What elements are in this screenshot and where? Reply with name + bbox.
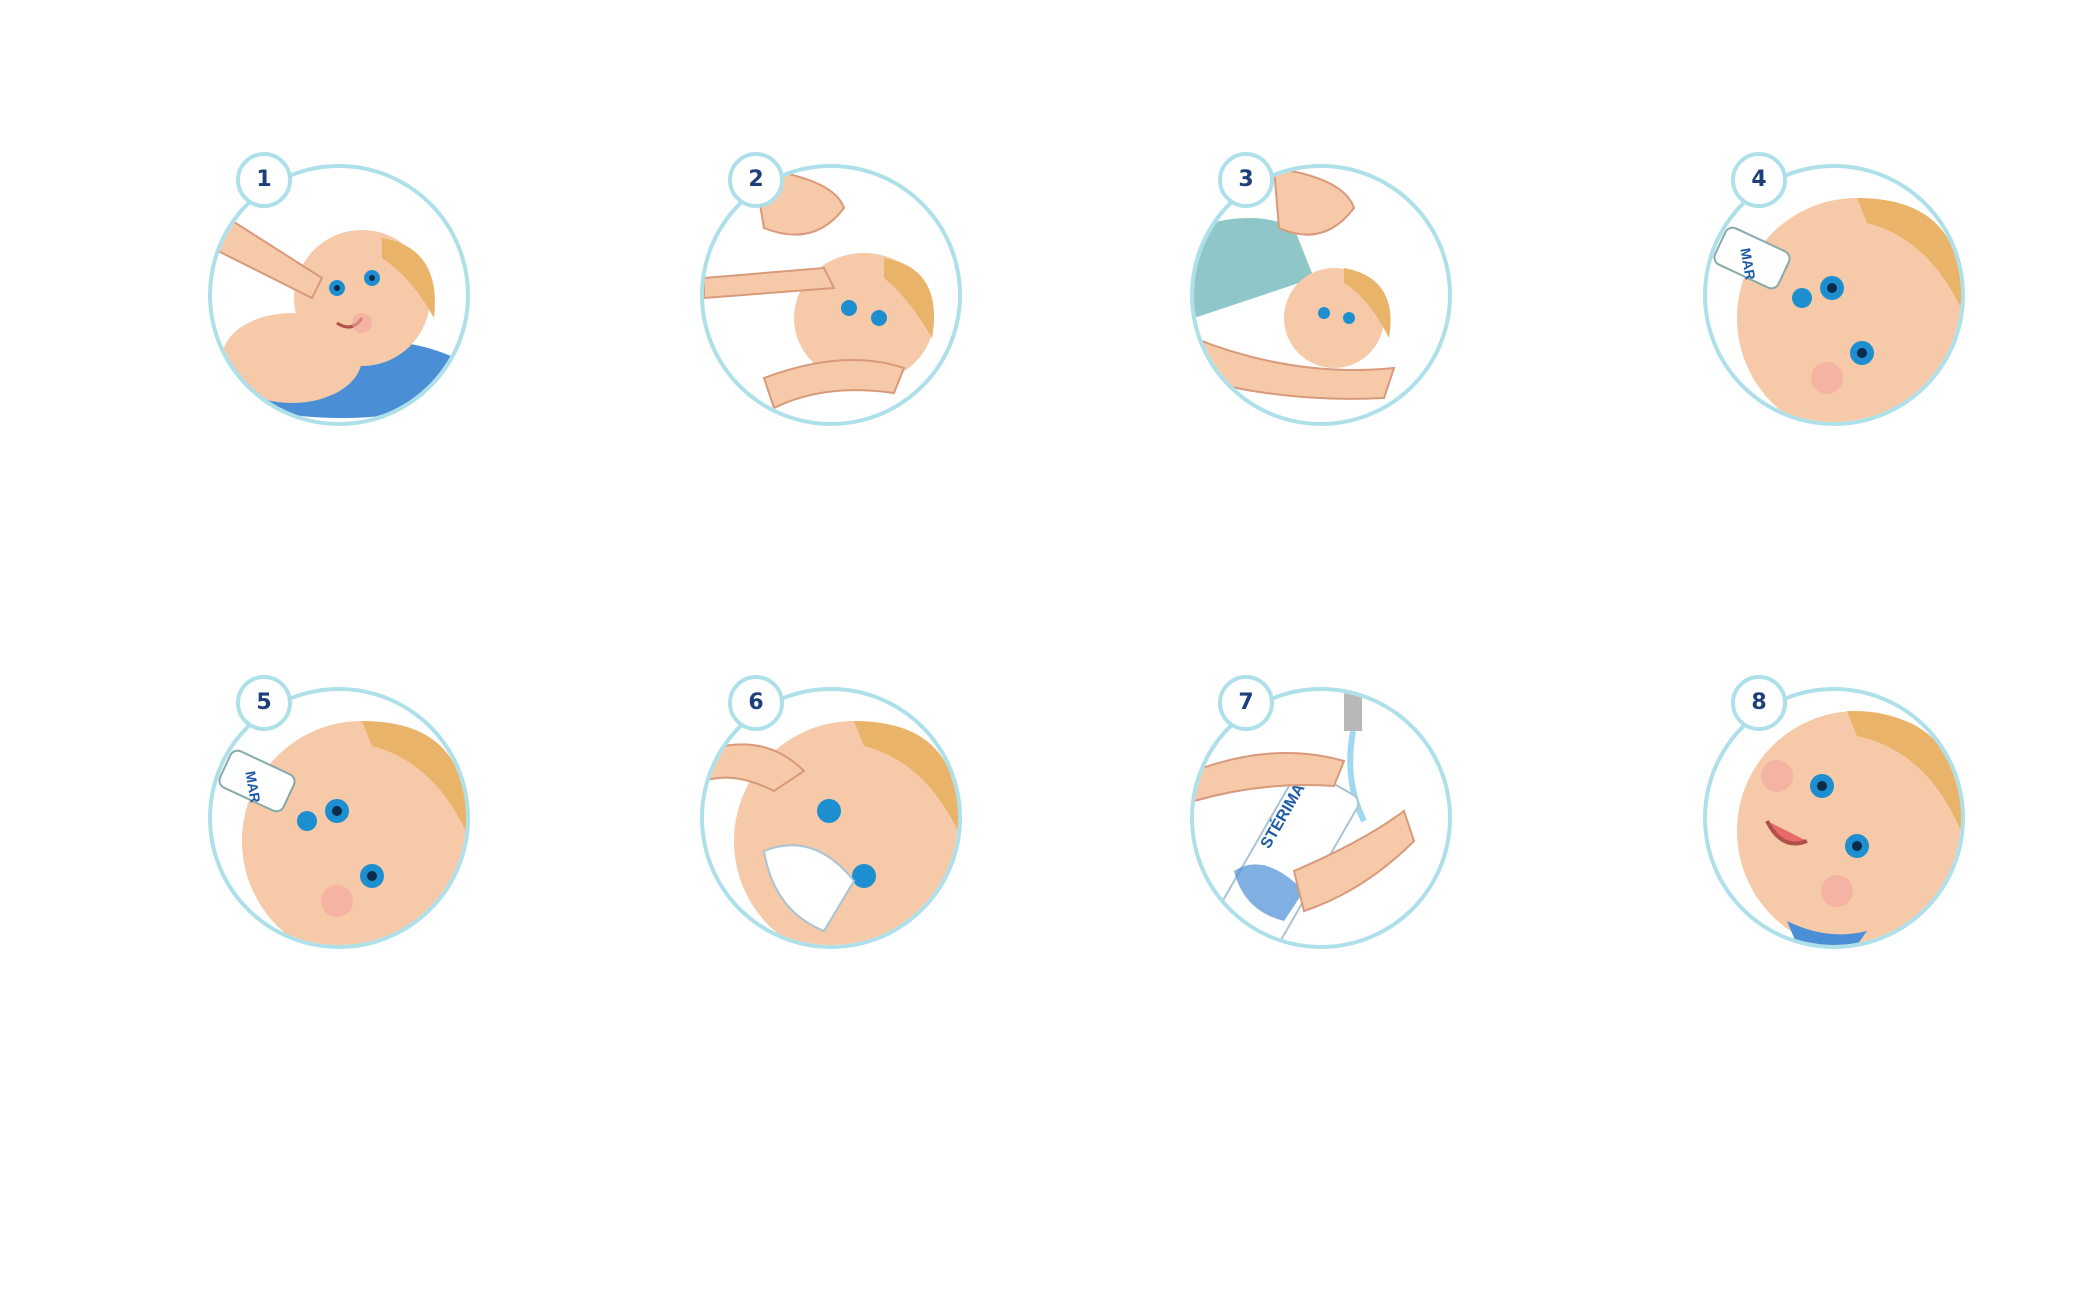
step-6: 6 [700, 675, 962, 949]
spray-in-nose-icon: MAR [1713, 198, 1961, 422]
step-1-number-badge: 1 [236, 152, 292, 208]
step-8: 8 [1703, 675, 1965, 949]
step-2: 2 [700, 152, 962, 426]
step-7-illustration: STÉRIMAR [1190, 687, 1452, 949]
step-6-illustration [700, 687, 962, 949]
step-3: 3 [1190, 152, 1452, 426]
step-5-number-badge: 5 [236, 675, 292, 731]
step-4-number-badge: 4 [1731, 152, 1787, 208]
step-4: 4 MAR [1703, 152, 1965, 426]
step-8-number-badge: 8 [1731, 675, 1787, 731]
step-7: 7 STÉRIMAR [1190, 675, 1452, 949]
spray-in-nose-2-icon: MAR [218, 721, 466, 945]
step-2-number-badge: 2 [728, 152, 784, 208]
spray-brand-label: MAR [1737, 247, 1758, 281]
step-1: 1 [208, 152, 470, 426]
step-3-illustration [1190, 164, 1452, 426]
parent-hands-baby-head-icon [704, 168, 934, 410]
spray-brand-label-2: MAR [242, 770, 263, 804]
step-2-illustration [700, 164, 962, 426]
step-7-number-badge: 7 [1218, 675, 1274, 731]
parent-holds-baby-icon [1194, 168, 1396, 400]
step-3-number-badge: 3 [1218, 152, 1274, 208]
step-6-number-badge: 6 [728, 675, 784, 731]
wipe-nose-tissue-icon [704, 721, 958, 945]
step-4-illustration: MAR [1703, 164, 1965, 426]
step-5: 5 MAR [208, 675, 470, 949]
rinse-nozzle-icon: STÉRIMAR [1194, 691, 1416, 945]
step-1-illustration [208, 164, 470, 426]
baby-lying-hand-icon [212, 206, 466, 418]
step-8-illustration [1703, 687, 1965, 949]
happy-baby-icon [1737, 711, 1961, 945]
step-5-illustration: MAR [208, 687, 470, 949]
